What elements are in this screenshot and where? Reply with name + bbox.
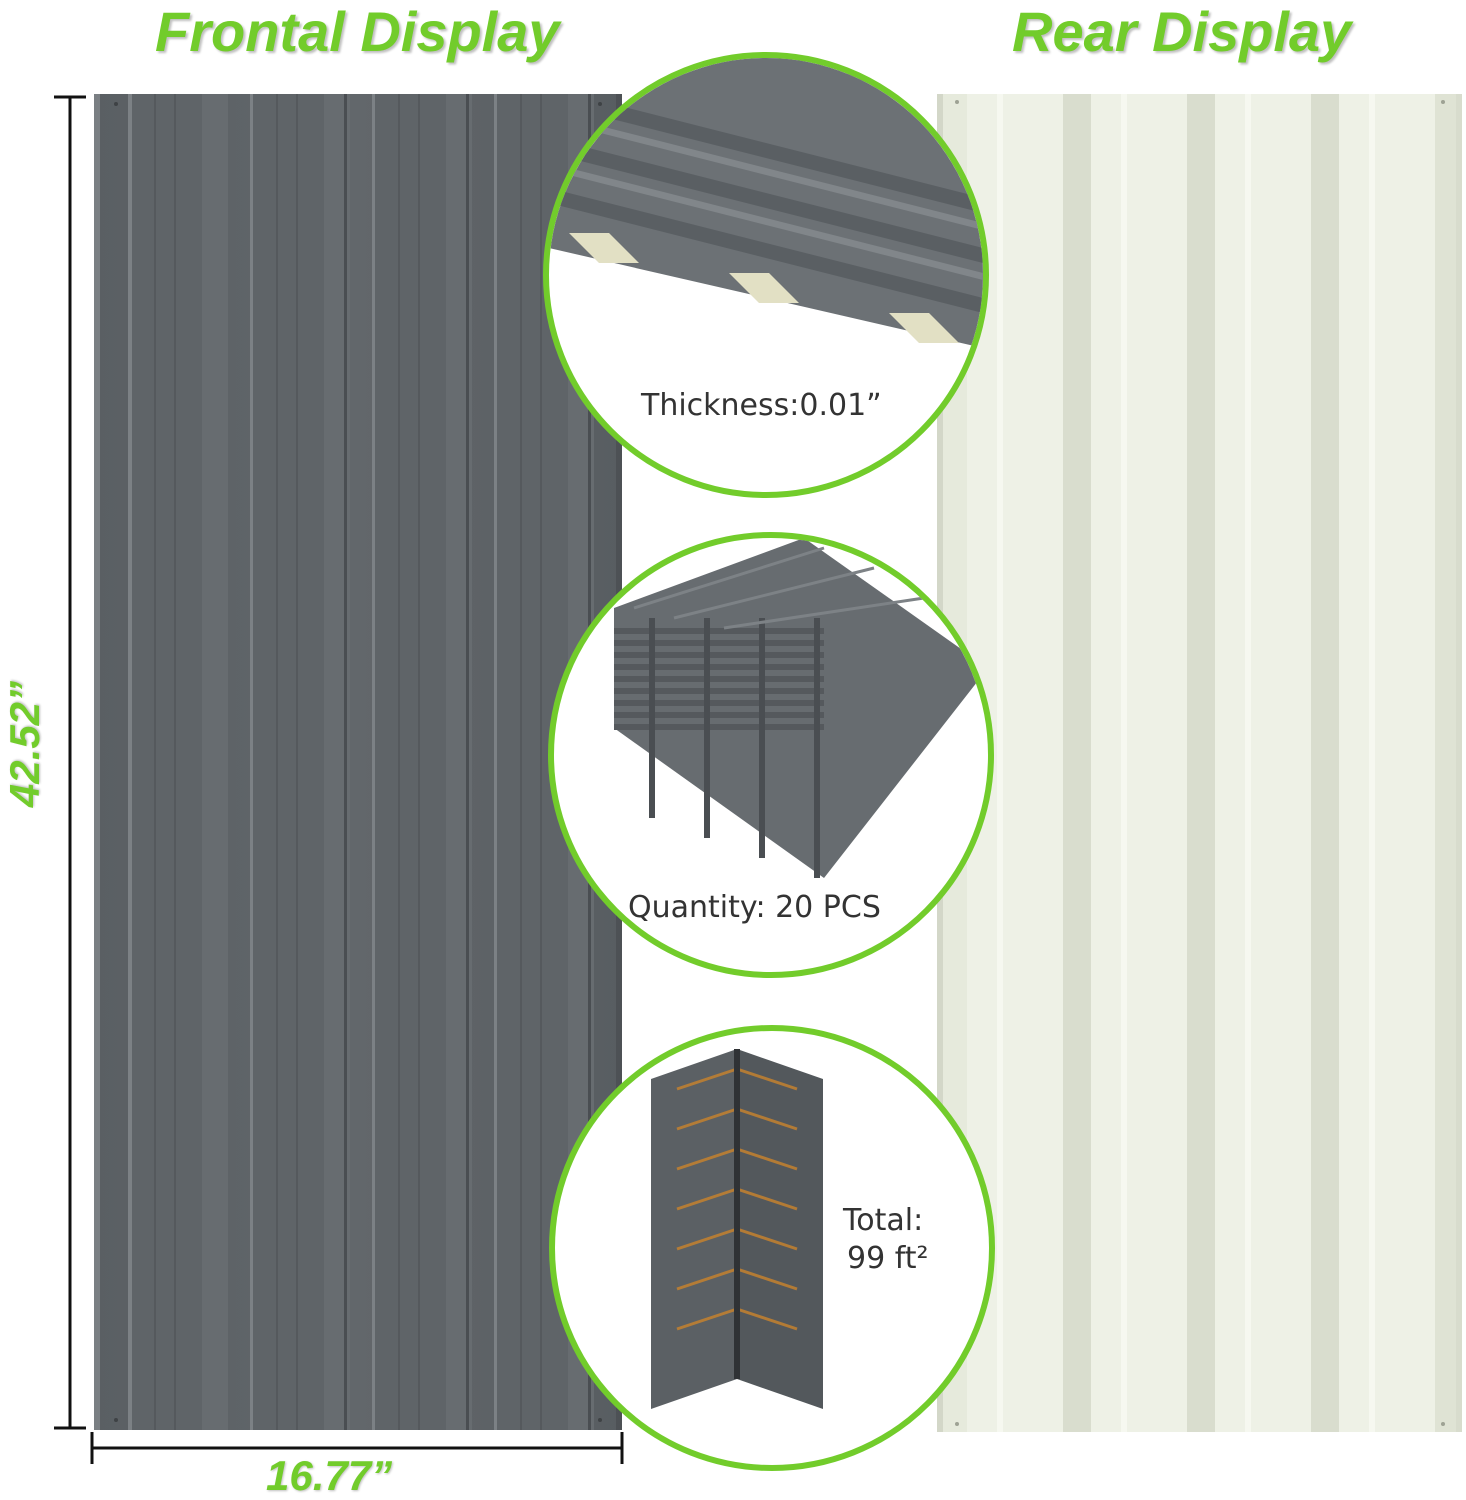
height-dimension-line [54, 95, 86, 1430]
panel-closeup-image [549, 58, 983, 348]
folded-panels-image [651, 1049, 823, 1409]
total-coverage-callout: Total: 99 ft² [549, 1025, 995, 1471]
rear-display-heading: Rear Display [1012, 0, 1352, 63]
thickness-label: Thickness:0.01” [641, 388, 882, 423]
thickness-callout: Thickness:0.01” [543, 52, 989, 498]
stacked-panels-image [614, 538, 988, 878]
width-dimension-label: 16.77” [266, 1452, 393, 1499]
rear-roof-panel-image [937, 94, 1462, 1432]
front-roof-panel-image [94, 94, 622, 1430]
frontal-display-heading: Frontal Display [155, 0, 560, 63]
width-dimension-line [90, 1432, 624, 1464]
height-dimension-label: 42.52” [1, 680, 48, 808]
total-label: Total: [843, 1203, 924, 1238]
total-area-value: 99 ft² [847, 1241, 929, 1276]
quantity-callout: Quantity: 20 PCS [548, 532, 994, 978]
quantity-label: Quantity: 20 PCS [628, 890, 881, 925]
